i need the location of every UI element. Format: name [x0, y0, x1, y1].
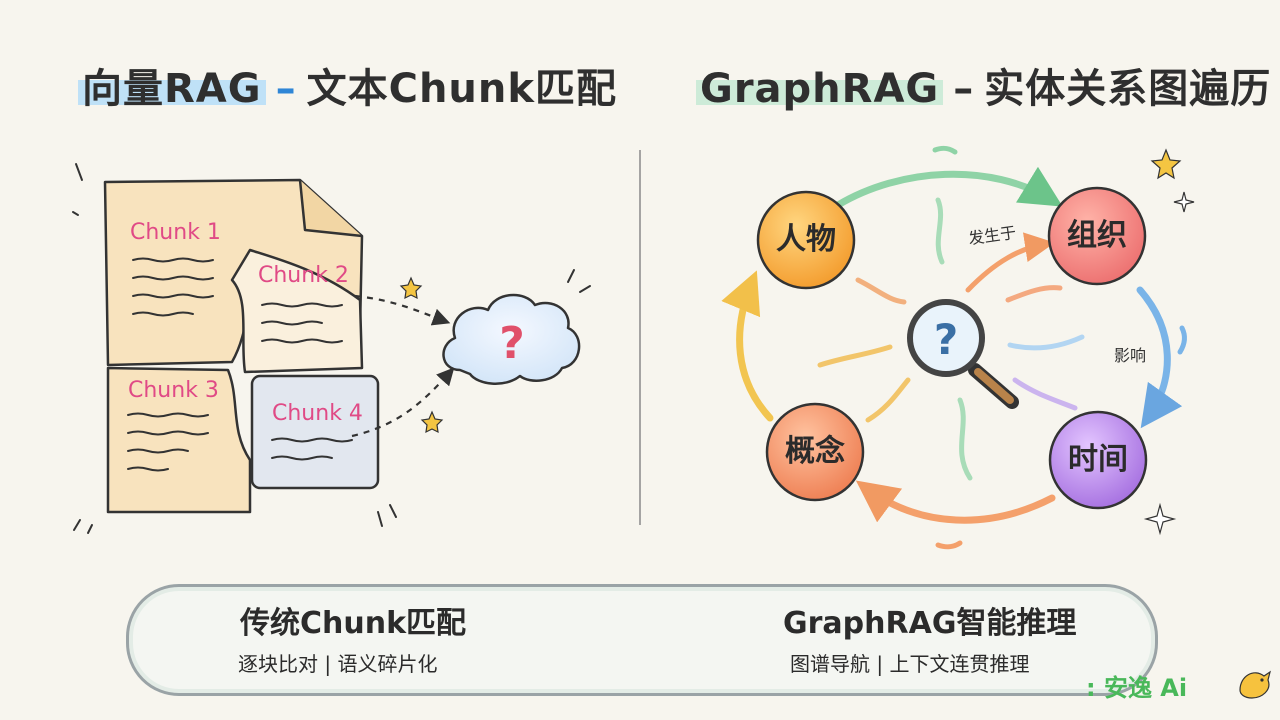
- arc-person-to-org: [834, 166, 1063, 209]
- right-title-rest: 实体关系图遍历: [984, 66, 1272, 112]
- left-title-highlight: 向量RAG: [78, 66, 266, 112]
- summary-right-title: GraphRAG智能推理: [783, 606, 1077, 641]
- summary-left-subtitle: 逐块比对 | 语义碎片化: [238, 652, 438, 676]
- wavy-strokes: [817, 145, 1187, 550]
- node-label-org: 组织: [1067, 218, 1127, 253]
- magnifier-icon: [907, 299, 1019, 409]
- document-page-4: [250, 374, 380, 490]
- right-title-dash: –: [953, 66, 975, 112]
- dashed-arrow-chunk2: [354, 294, 451, 326]
- cloud-question-mark: ?: [499, 318, 525, 369]
- bird-icon: [1239, 670, 1271, 699]
- arc-org-to-time: [1136, 286, 1183, 429]
- chunk-label-2: Chunk 2: [258, 263, 349, 288]
- sparkle-icon: [1173, 191, 1195, 213]
- star-icon: [399, 276, 423, 300]
- document-page-3: [106, 366, 252, 514]
- node-person: [756, 190, 856, 290]
- summary-right-subtitle: 图谱导航 | 上下文连贯推理: [790, 652, 1030, 676]
- chunk-label-4: Chunk 4: [272, 401, 363, 426]
- sparkle-icon: [1143, 502, 1177, 536]
- node-label-person: 人物: [776, 222, 836, 257]
- document-fragments: [72, 163, 591, 534]
- magnifier-question-mark: ?: [934, 315, 958, 364]
- summary-bar: [126, 584, 1158, 696]
- right-title-highlight: GraphRAG: [696, 66, 944, 112]
- left-title-dash: –: [275, 66, 297, 112]
- arc-concept-to-person: [721, 270, 774, 422]
- arc-time-to-concept: [855, 480, 1056, 524]
- chunk-label-1: Chunk 1: [130, 220, 221, 245]
- left-title-rest: 文本Chunk匹配: [306, 66, 617, 112]
- summary-left-title: 传统Chunk匹配: [240, 606, 467, 641]
- arrow-occurs-in: [965, 232, 1055, 293]
- right-title: GraphRAG–实体关系图遍历: [696, 56, 1271, 114]
- left-title: 向量RAG–文本Chunk匹配: [78, 56, 617, 114]
- star-icon: [420, 410, 444, 434]
- folded-corner: [298, 179, 363, 238]
- node-org: [1047, 186, 1147, 286]
- text-lines: [127, 257, 353, 472]
- dashed-arrow-chunk4: [351, 367, 455, 438]
- brand-watermark: : 安逸 Ai: [1086, 674, 1188, 702]
- star-icon: [1150, 148, 1182, 180]
- node-label-time: 时间: [1068, 442, 1128, 477]
- question-cloud: [442, 293, 581, 385]
- chunk-label-3: Chunk 3: [128, 378, 219, 403]
- node-time: [1048, 410, 1148, 510]
- edge-label-influence: 影响: [1114, 346, 1147, 365]
- node-concept: [765, 402, 865, 502]
- motion-marks: [72, 163, 591, 534]
- node-label-concept: 概念: [785, 434, 845, 469]
